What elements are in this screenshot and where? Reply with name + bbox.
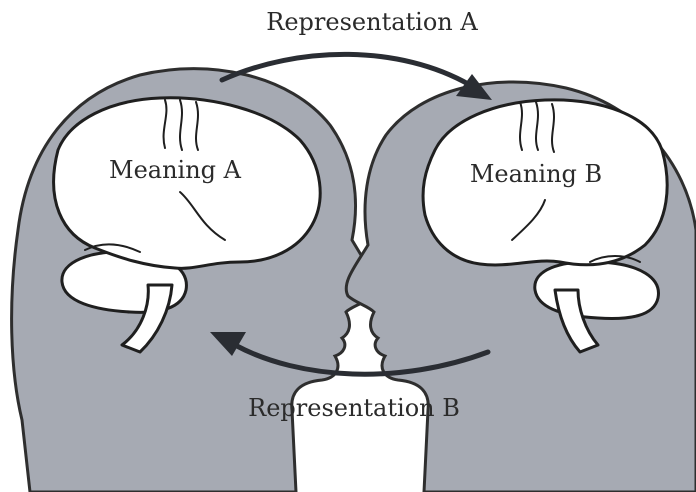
label-representation-a: Representation A [266, 8, 478, 36]
label-representation-b: Representation B [248, 394, 460, 422]
right-brain-cerebellum [535, 262, 659, 319]
label-meaning-b: Meaning B [470, 160, 602, 188]
label-meaning-a: Meaning A [109, 156, 242, 184]
